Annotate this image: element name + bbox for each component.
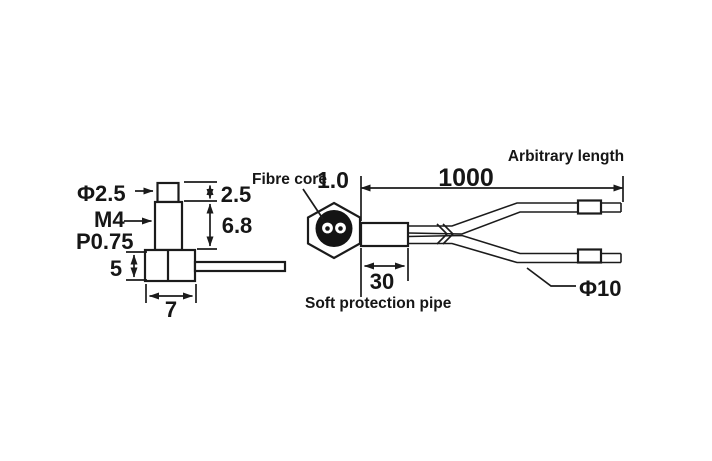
cable-upper-outer-line (408, 202, 621, 227)
dim-thread-length: 6.8 (222, 213, 253, 238)
cable-dimensions: 1000 Arbitrary length Fibre core 1.0 30 … (252, 148, 624, 312)
cable-lower-outer-line (408, 242, 621, 264)
cable-assembly (359, 199, 622, 264)
thread-label: M4 (94, 207, 125, 232)
lower-ferrule-rect (576, 248, 603, 264)
dim-base-width: 7 (165, 297, 177, 322)
base-block-rect (143, 248, 197, 283)
side-view-dimensions: Φ2.5 M4 P0.75 2.5 6.8 5 7 (76, 181, 252, 322)
threaded-body-rect (153, 200, 184, 252)
fiber-core-right-center (338, 226, 343, 231)
arbitrary-length-label: Arbitrary length (508, 148, 624, 165)
side-view (143, 181, 287, 283)
tip-diameter-label: Φ2.5 (77, 181, 126, 206)
cable-diameter-label: Φ10 (579, 276, 622, 301)
dim-base-height: 5 (110, 256, 122, 281)
cable-break-chevron-1 (436, 223, 449, 245)
soft-protection-pipe-label: Soft protection pipe (305, 295, 452, 312)
cable-lower-inner-line (407, 234, 621, 255)
core-diameter-label: 1.0 (317, 167, 349, 193)
pigtail-cable-rect (193, 260, 287, 273)
dim-pipe-length: 30 (370, 269, 394, 294)
cable-break-chevron-2 (442, 223, 455, 245)
cable-diameter-leader-line (526, 267, 576, 287)
cable-upper-inner-line (407, 211, 621, 235)
fiber-core-left-center (325, 226, 330, 231)
dim-cable-length: 1000 (438, 164, 494, 192)
protection-pipe-rect (359, 221, 410, 248)
pitch-label: P0.75 (76, 229, 134, 254)
sensor-tip-rect (156, 181, 180, 204)
dim-tip-length: 2.5 (221, 182, 252, 207)
fibre-core-leader-line (302, 188, 324, 220)
fibre-core-label: Fibre core (252, 171, 327, 188)
upper-ferrule-rect (576, 199, 603, 215)
section-view (302, 188, 362, 260)
fiber-bundle-circle (315, 210, 353, 247)
